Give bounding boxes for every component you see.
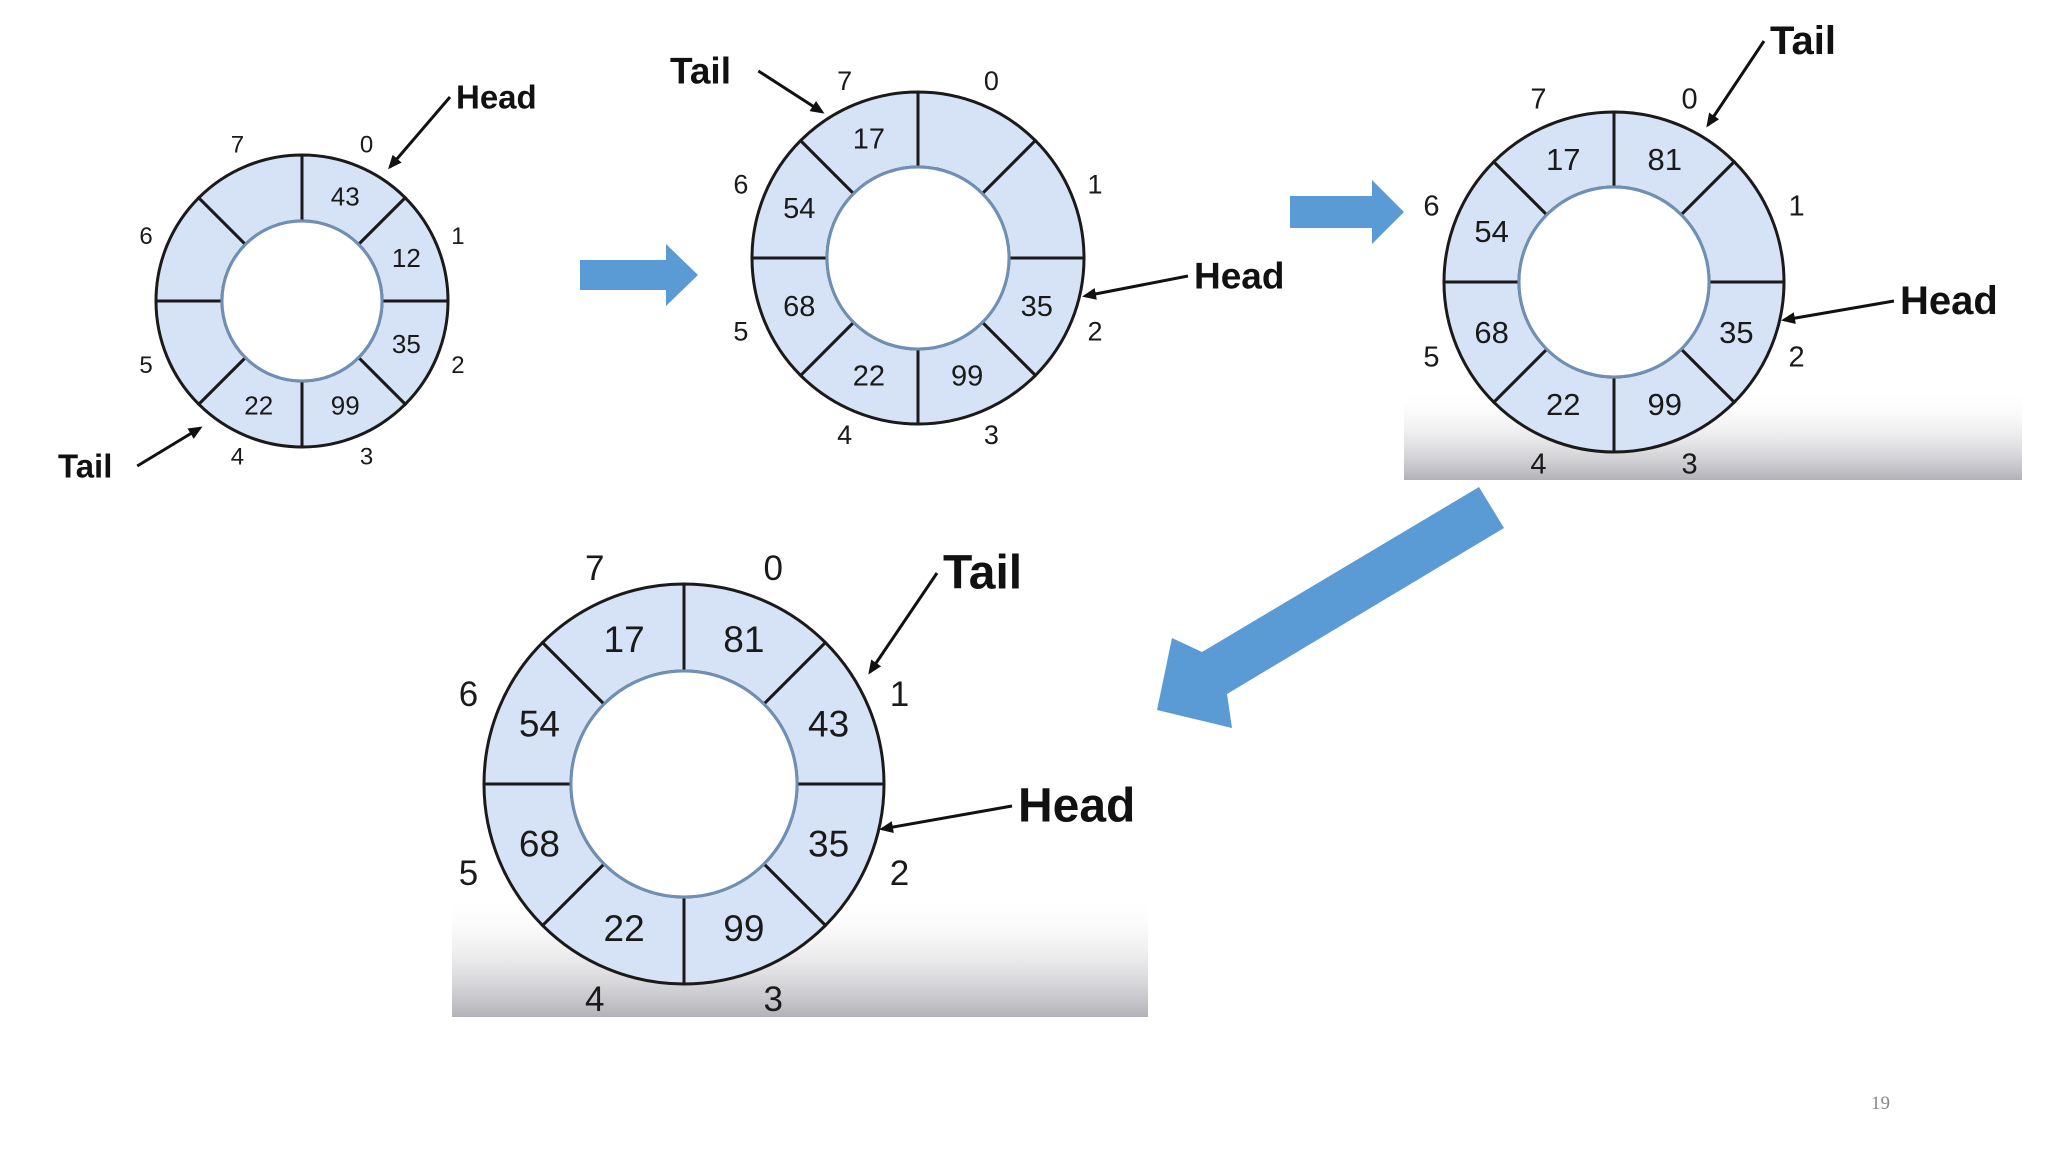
slot-index-6: 6 bbox=[733, 170, 748, 200]
slot-value-3: 99 bbox=[1647, 387, 1681, 422]
head-label: Head bbox=[1900, 279, 1998, 323]
slot-value-7: 17 bbox=[853, 123, 885, 155]
slot-index-2: 2 bbox=[890, 854, 909, 893]
slot-index-5: 5 bbox=[459, 854, 478, 893]
slot-value-6: 54 bbox=[1474, 214, 1508, 249]
slot-value-0: 43 bbox=[331, 182, 360, 212]
slot-value-7: 17 bbox=[1546, 142, 1580, 177]
slot-index-3: 3 bbox=[984, 420, 999, 450]
tail-pointer-arrow bbox=[757, 69, 825, 114]
page-number: 19 bbox=[1871, 1093, 1890, 1114]
head-label: Head bbox=[1018, 780, 1135, 833]
slot-value-3: 99 bbox=[951, 361, 983, 393]
slot-index-1: 1 bbox=[890, 675, 909, 714]
slot-value-5: 68 bbox=[1474, 315, 1508, 350]
slot-index-3: 3 bbox=[360, 443, 373, 470]
head-pointer-arrow bbox=[879, 804, 1013, 833]
tail-pointer-arrow bbox=[136, 426, 203, 468]
flow-arrow-1-to-2 bbox=[580, 244, 698, 306]
slot-index-1: 1 bbox=[451, 223, 464, 250]
slot-value-1: 43 bbox=[808, 704, 849, 745]
slot-value-1: 12 bbox=[392, 243, 421, 273]
slot-index-0: 0 bbox=[764, 549, 783, 588]
slot-index-3: 3 bbox=[1682, 449, 1698, 481]
slot-value-4: 22 bbox=[604, 908, 645, 949]
slot-index-2: 2 bbox=[451, 352, 464, 379]
slot-value-2: 35 bbox=[1021, 291, 1053, 323]
queue-rings: 430121352993224567HeadTail01352993224685… bbox=[58, 19, 1998, 1019]
tail-pointer-arrow bbox=[868, 572, 939, 675]
slot-index-5: 5 bbox=[1423, 342, 1439, 374]
slot-index-7: 7 bbox=[585, 549, 604, 588]
tail-label: Tail bbox=[58, 448, 112, 485]
slot-index-1: 1 bbox=[1788, 190, 1804, 222]
slot-value-3: 99 bbox=[331, 390, 360, 420]
flow-arrow-2-to-3 bbox=[1290, 180, 1404, 244]
slot-value-0: 81 bbox=[1647, 142, 1681, 177]
slot-value-5: 68 bbox=[519, 823, 560, 864]
slot-value-6: 54 bbox=[783, 193, 815, 225]
head-pointer-arrow bbox=[388, 96, 452, 170]
slot-index-0: 0 bbox=[1682, 83, 1698, 115]
slot-index-4: 4 bbox=[837, 420, 852, 450]
flow-arrow-3-to-4 bbox=[1157, 487, 1504, 728]
head-label: Head bbox=[1194, 256, 1284, 297]
slot-index-4: 4 bbox=[231, 443, 244, 470]
slot-index-2: 2 bbox=[1088, 316, 1103, 346]
ring-center bbox=[1517, 185, 1711, 379]
slot-index-5: 5 bbox=[733, 316, 748, 346]
tail-label: Tail bbox=[1770, 19, 1836, 63]
slot-index-6: 6 bbox=[139, 223, 152, 250]
slot-value-7: 17 bbox=[604, 619, 645, 660]
slot-index-6: 6 bbox=[1423, 190, 1439, 222]
head-pointer-arrow bbox=[1781, 299, 1895, 325]
slot-value-2: 35 bbox=[808, 823, 849, 864]
head-label: Head bbox=[456, 79, 537, 116]
ring-center bbox=[569, 669, 799, 899]
slot-value-0: 81 bbox=[723, 619, 764, 660]
slot-value-2: 35 bbox=[392, 329, 421, 359]
slot-index-7: 7 bbox=[837, 66, 852, 96]
slot-value-4: 22 bbox=[244, 390, 273, 420]
slot-index-4: 4 bbox=[585, 980, 604, 1019]
slot-index-0: 0 bbox=[984, 66, 999, 96]
slot-index-7: 7 bbox=[1530, 83, 1546, 115]
ring-center bbox=[220, 219, 384, 383]
slot-index-6: 6 bbox=[459, 675, 478, 714]
slot-value-6: 54 bbox=[519, 704, 560, 745]
slot-index-4: 4 bbox=[1530, 449, 1546, 481]
ring-center bbox=[825, 165, 1011, 351]
slot-value-4: 22 bbox=[1546, 387, 1580, 422]
slot-index-7: 7 bbox=[231, 132, 244, 159]
slot-value-2: 35 bbox=[1719, 315, 1753, 350]
slot-index-3: 3 bbox=[764, 980, 783, 1019]
slot-value-5: 68 bbox=[783, 291, 815, 323]
slot-value-3: 99 bbox=[723, 908, 764, 949]
tail-pointer-arrow bbox=[1706, 40, 1766, 128]
slot-index-5: 5 bbox=[139, 352, 152, 379]
slot-index-0: 0 bbox=[360, 132, 373, 159]
slot-index-1: 1 bbox=[1088, 170, 1103, 200]
slot-value-4: 22 bbox=[853, 361, 885, 393]
tail-label: Tail bbox=[943, 547, 1022, 600]
head-pointer-arrow bbox=[1082, 274, 1189, 300]
tail-label: Tail bbox=[670, 51, 731, 92]
slot-index-2: 2 bbox=[1788, 342, 1804, 374]
